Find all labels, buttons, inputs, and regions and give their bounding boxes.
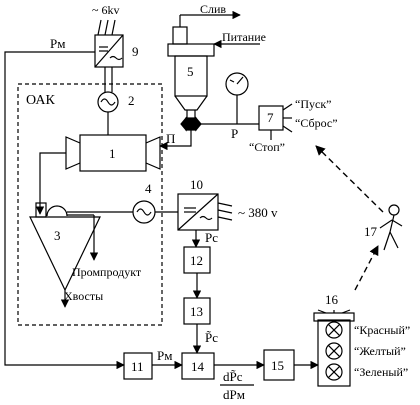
label-red: “Красный”: [354, 323, 410, 337]
motor-4: [132, 200, 156, 224]
label-tails: Хвосты: [64, 289, 103, 303]
motor-2: [97, 91, 119, 113]
label-middlings: Промпродукт: [72, 265, 142, 279]
pump-1: [65, 134, 161, 172]
label-1: 1: [109, 146, 116, 161]
label-14: 14: [191, 359, 205, 374]
converter-10: [177, 193, 219, 231]
label-2: 2: [128, 93, 135, 108]
traffic-light-16: [313, 309, 355, 387]
label-pc: Pc: [205, 230, 218, 245]
label-7: 7: [267, 110, 274, 125]
label-pc-tilde: P̃c: [205, 330, 218, 345]
label-9: 9: [132, 44, 139, 59]
label-3: 3: [54, 228, 61, 243]
block-7-ticks: [270, 103, 293, 140]
operator-17: [379, 204, 403, 251]
label-supply-right: ~ 380 v: [238, 205, 278, 220]
label-start: “Пуск”: [295, 97, 331, 111]
label-pm-top: Pм: [50, 36, 65, 51]
supply-wires-top: [97, 19, 116, 36]
converter-9: [94, 34, 124, 68]
supply-wires-right: [217, 202, 233, 221]
label-17: 17: [364, 224, 378, 239]
label-oak: ОАК: [26, 93, 56, 108]
label-frac-num: dP̃c: [223, 369, 243, 384]
dashed-arrow-to-17: [354, 245, 379, 291]
label-stop: “Стоп”: [249, 140, 285, 154]
label-p-nozzle: П: [166, 131, 175, 146]
label-12: 12: [190, 253, 203, 268]
label-11: 11: [131, 359, 144, 374]
label-reset: “Сброс”: [295, 116, 338, 130]
wires-9-to-2: [104, 67, 113, 92]
label-feed: Питание: [222, 30, 266, 44]
label-16: 16: [325, 292, 339, 307]
label-drain: Слив: [200, 2, 226, 16]
label-13: 13: [190, 304, 203, 319]
label-yellow: “Желтый”: [354, 344, 406, 358]
oak-boundary: [17, 83, 163, 326]
pressure-gauge: [225, 72, 249, 124]
label-4: 4: [145, 181, 152, 196]
label-5: 5: [187, 64, 194, 79]
valve: [180, 116, 202, 132]
label-supply-top: ~ 6kv: [92, 3, 120, 17]
label-p-valve: Р: [231, 126, 238, 141]
label-green: “Зеленый”: [354, 365, 408, 379]
label-10: 10: [190, 177, 203, 192]
dashed-arrow-to-7: [315, 145, 384, 213]
cyclone-5: [167, 26, 215, 118]
hydrocyclone-3: [29, 202, 101, 292]
label-pm-bottom: Pм: [157, 348, 172, 363]
label-frac-den: dPм: [223, 387, 245, 402]
label-15: 15: [271, 358, 284, 373]
